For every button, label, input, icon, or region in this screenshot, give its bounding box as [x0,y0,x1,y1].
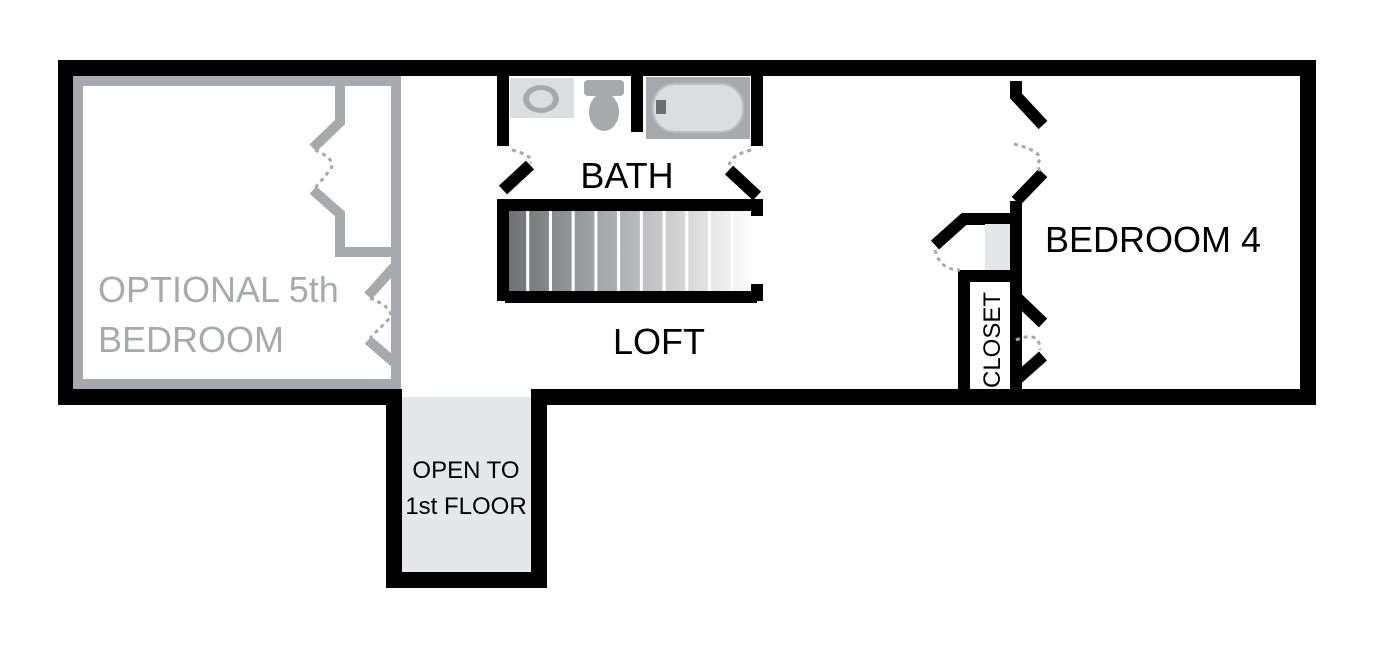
closet-shelf [985,224,1010,270]
bedroom-4: BEDROOM 4 CLOSET [930,81,1261,390]
open-to-label-line1: OPEN TO [412,457,519,484]
open-to-label-line2: 1st FLOOR [405,493,526,520]
optional-bedroom-label-line1: OPTIONAL 5th [98,269,339,310]
optional-bedroom-label-line2: BEDROOM [98,319,284,360]
bedroom4-door-swing [1013,142,1043,174]
bath-door-swing-right [727,148,752,169]
loft-label: LOFT [613,321,705,362]
optional-bedroom-door-swing [368,296,393,340]
open-to-first-floor-area: OPEN TO 1st FLOOR [386,389,547,588]
bedroom4-label: BEDROOM 4 [1045,219,1261,260]
closet-label: CLOSET [979,292,1006,388]
bathtub-icon [646,77,750,139]
optional-bedroom: OPTIONAL 5th BEDROOM [73,76,401,389]
optional-closet-door-swing [313,148,334,189]
bath: BATH [497,68,763,201]
outer-walls [58,60,1316,405]
hall-closet-door-swing [933,249,961,272]
staircase [497,199,763,303]
toilet-icon [584,80,624,131]
bath-label: BATH [580,155,673,196]
bedroom4-closet-door-swing [1015,335,1042,351]
bath-door-swing-left [511,148,533,164]
